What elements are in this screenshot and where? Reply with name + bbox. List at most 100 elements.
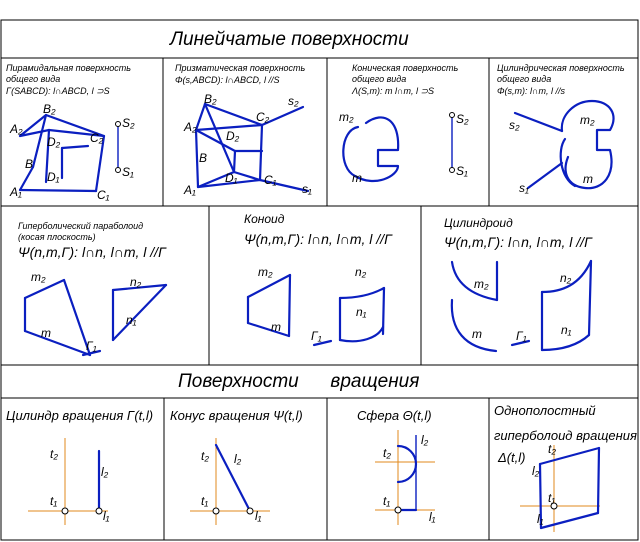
point-s1 — [115, 167, 121, 173]
sphere-labels: t₂ l₂ t₁ l₁ — [383, 433, 436, 524]
title-rotation-surfaces: Поверхности вращения — [178, 371, 420, 392]
label-d1: D₁ — [47, 170, 60, 184]
hyperboloid-drawing — [520, 445, 601, 532]
cylindroid-caption: Цилиндроид — [444, 216, 513, 230]
cyl-rotation-caption: Цилиндр вращения Γ(t,l) — [6, 408, 154, 423]
cone-rotation-drawing — [190, 438, 270, 525]
paraboloid-caption: Гиперболический параболоид — [18, 221, 144, 231]
point-s2 — [115, 121, 121, 127]
cylindroid-drawing — [450, 259, 593, 353]
label-l2: l₂ — [101, 465, 109, 479]
point-t1 — [212, 507, 220, 515]
label-l2: l₂ — [532, 464, 540, 478]
label-d2: D₂ — [47, 135, 61, 149]
label-a1: A₁ — [183, 183, 196, 197]
pyramid-labels: A₂ B₂ C₂ D₂ B D₁ A₁ C₁ S₂ S₁ — [9, 102, 135, 202]
label-l1: l₁ — [103, 509, 110, 523]
paraboloid-formula: Ψ(n,m,Γ): l∩n, l∩m, l //Γ — [18, 244, 167, 260]
label-l1: l₁ — [537, 512, 544, 526]
label-b2: B₂ — [204, 92, 217, 106]
label-m: m — [271, 320, 281, 334]
label-t1: t₁ — [201, 494, 208, 508]
label-t1: t₁ — [383, 494, 390, 508]
cylindroid-formula: Ψ(n,m,Γ): l∩n, l∩m, l //Γ — [444, 234, 593, 250]
conoid-caption: Коноид — [244, 212, 285, 226]
label-s2: s₂ — [509, 118, 520, 132]
cone-formula: Λ(S,m): m l∩m, l ⊃S — [352, 86, 435, 96]
label-m2: m₂ — [258, 265, 273, 279]
label-t2: t₂ — [548, 442, 556, 456]
label-b: B — [25, 157, 33, 171]
hyperboloid-formula: Δ(t,l) — [498, 450, 526, 465]
label-n1: n₁ — [356, 305, 367, 319]
label-n2: n₂ — [560, 271, 572, 285]
label-m: m — [41, 326, 51, 340]
paraboloid-labels: m₂ m n₂ n₁ Γ₁ — [31, 270, 142, 353]
label-m: m — [352, 171, 362, 185]
label-c1: C₁ — [97, 188, 110, 202]
label-s2: S₂ — [456, 112, 469, 126]
label-s2: s₂ — [288, 94, 299, 108]
point-t1 — [394, 506, 402, 514]
label-t2: t₂ — [50, 447, 58, 461]
label-s1: s₁ — [302, 182, 312, 196]
point-t1 — [550, 502, 558, 510]
label-t2: t₂ — [383, 446, 391, 460]
cylinder-caption: Цилиндрическая поверхность — [497, 63, 625, 73]
label-s2: S₂ — [122, 116, 135, 130]
label-m2: m₂ — [31, 270, 46, 284]
pyramid-formula: Γ(SABCD): l∩ABCD, l ⊃S — [6, 86, 110, 96]
prism-formula: Φ(s,ABCD): l∩ABCD, l //S — [175, 75, 280, 85]
point-l1 — [246, 507, 254, 515]
label-g1: Γ₁ — [516, 329, 527, 343]
label-c2: C₂ — [256, 110, 270, 124]
point-l1 — [95, 507, 103, 515]
label-l2: l₂ — [421, 433, 429, 447]
pyramid-caption: Пирамидальная поверхность — [6, 63, 132, 73]
conoid-formula: Ψ(n,m,Γ): l∩n, l∩m, l //Γ — [244, 231, 393, 247]
label-b2: B₂ — [43, 102, 56, 116]
pyramid-caption-2: общего вида — [6, 74, 61, 84]
label-s1: S₁ — [122, 165, 134, 179]
label-m: m — [472, 327, 482, 341]
label-t1: t₁ — [548, 491, 555, 505]
prism-drawing — [194, 102, 310, 193]
point-s2 — [449, 112, 455, 118]
pyramid-drawing — [18, 113, 121, 193]
label-g1: Γ₁ — [86, 339, 97, 353]
cone-rotation-labels: t₂ l₂ t₁ l₁ — [201, 449, 262, 523]
cylinder-formula: Φ(s,m): l∩m, l //s — [497, 86, 565, 96]
label-n2: n₂ — [355, 265, 367, 279]
cone-labels: m₂ m S₂ S₁ — [339, 110, 469, 185]
label-t1: t₁ — [50, 494, 57, 508]
label-s1: S₁ — [456, 164, 468, 178]
point-t1 — [61, 507, 69, 515]
prism-caption: Призматическая поверхность — [175, 63, 306, 73]
cone-drawing — [342, 112, 455, 183]
label-t2: t₂ — [201, 449, 209, 463]
sphere-caption: Сфера Θ(t,l) — [357, 408, 432, 423]
conoid-drawing — [246, 273, 386, 347]
label-a2: A₂ — [183, 120, 197, 134]
point-s1 — [449, 167, 455, 173]
label-s1: s₁ — [519, 181, 529, 195]
label-d1: D₁ — [225, 171, 238, 185]
sphere-drawing — [375, 430, 435, 525]
label-n1: n₁ — [561, 323, 572, 337]
label-b: B — [199, 151, 207, 165]
label-a1: A₁ — [9, 185, 22, 199]
title-ruled-surfaces: Линейчатые поверхности — [170, 29, 409, 50]
label-g1: Γ₁ — [311, 329, 322, 343]
cyl-rotation-drawing — [28, 438, 108, 525]
label-l1: l₁ — [255, 509, 262, 523]
cylindroid-labels: m₂ m n₂ n₁ Γ₁ — [472, 271, 572, 343]
label-d2: D₂ — [226, 129, 240, 143]
label-c1: C₁ — [264, 173, 277, 187]
cylinder-drawing — [513, 99, 615, 190]
conoid-labels: m₂ m n₂ n₁ Γ₁ — [258, 265, 367, 343]
label-n2: n₂ — [130, 275, 142, 289]
label-n1: n₁ — [126, 313, 137, 327]
label-l1: l₁ — [429, 510, 436, 524]
label-l2: l₂ — [234, 452, 242, 466]
label-m: m — [583, 172, 593, 186]
